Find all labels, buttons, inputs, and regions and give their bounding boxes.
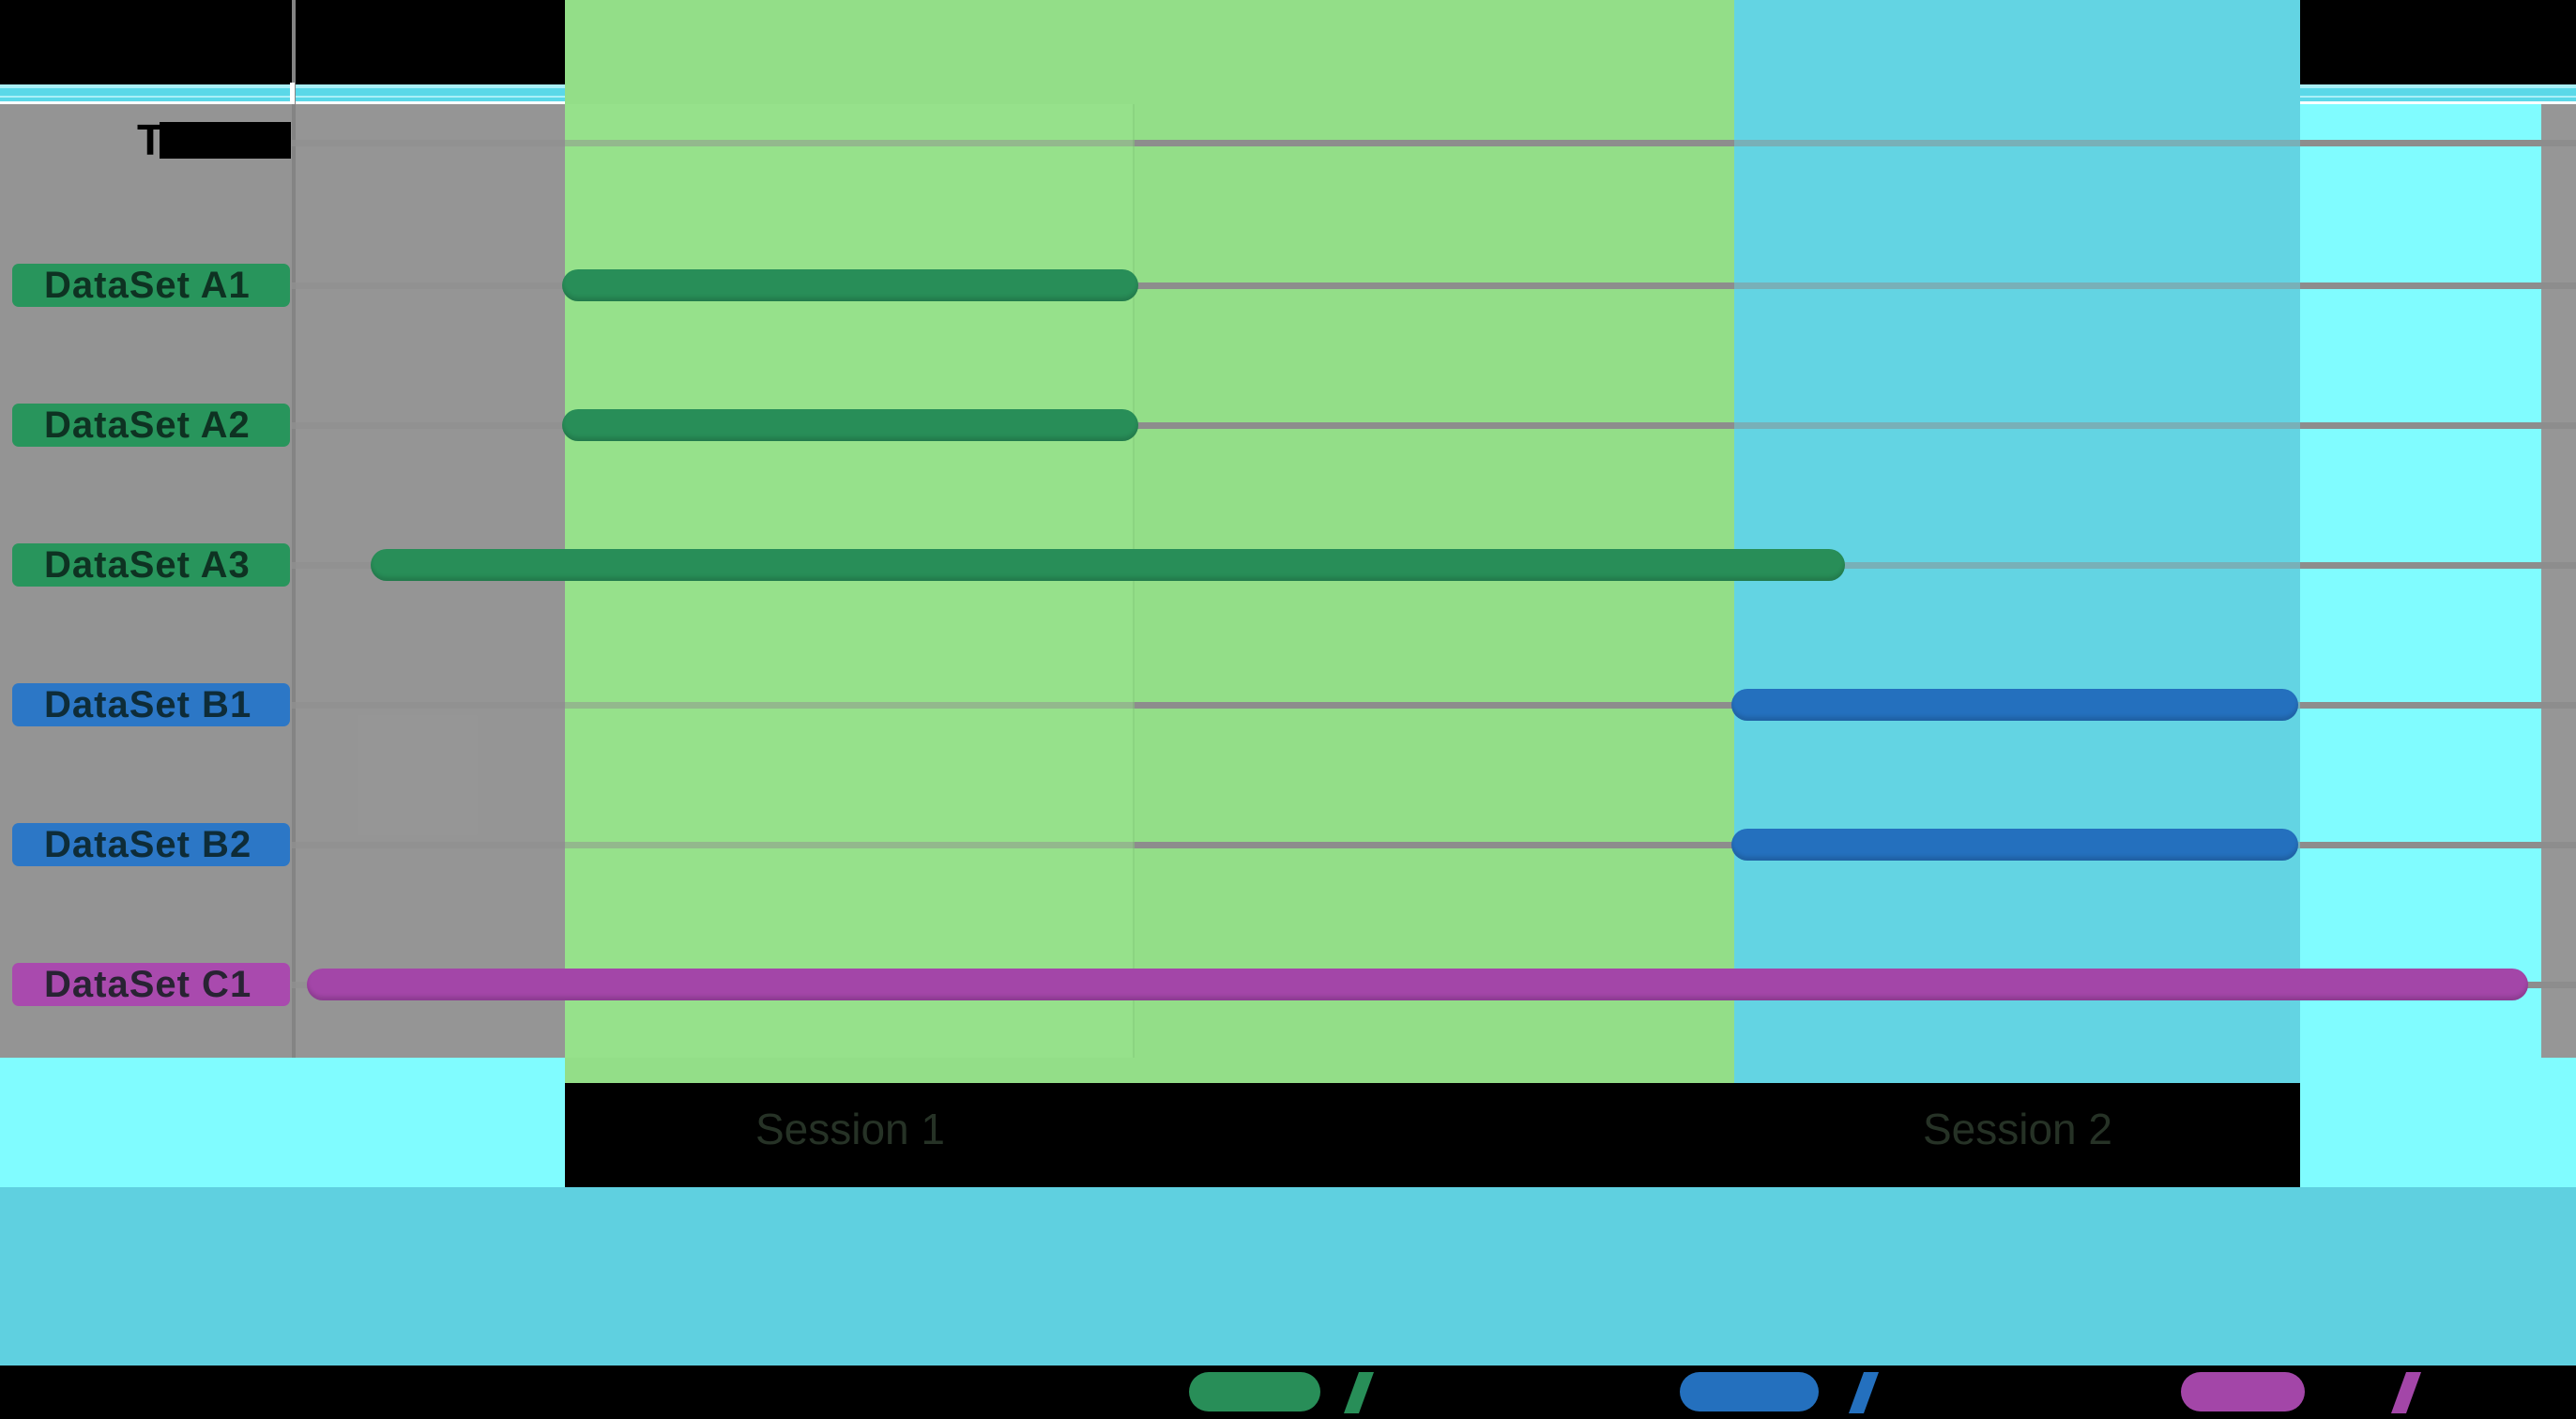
row-label-pill: DataSet A3 <box>12 543 290 587</box>
footer-aqua-left <box>0 1058 565 1187</box>
legend-swatch-dataset-group-c <box>2181 1372 2305 1411</box>
gridline <box>292 282 2576 289</box>
timeline-bar <box>562 269 1138 301</box>
session-1-left-half-tint <box>565 104 1135 1058</box>
gridline <box>292 422 2576 429</box>
footer-aqua-right <box>2300 1058 2576 1187</box>
row-label: DataSet B1 <box>44 683 252 725</box>
row-label-pill: DataSet B2 <box>12 823 290 866</box>
row-label: DataSet A2 <box>44 404 251 446</box>
tick-mark <box>290 83 295 104</box>
row-label: DataSet C1 <box>44 963 252 1005</box>
chart-title-partial: T <box>137 115 164 164</box>
session-2-label: Session 2 <box>1922 1105 2113 1153</box>
footer-cyan-band <box>0 1187 2576 1366</box>
timeline-bar <box>371 549 1845 581</box>
timeline-bar <box>1731 689 2298 721</box>
timeline-bar <box>1731 829 2298 861</box>
gutter-divider <box>292 0 296 1083</box>
title-redaction-box <box>160 122 291 159</box>
row-label-pill: DataSet A2 <box>12 404 290 447</box>
timeline-bar <box>562 409 1138 441</box>
row-label: DataSet A1 <box>44 264 251 306</box>
gray-column-tint <box>296 104 565 1058</box>
gridline <box>292 140 2576 146</box>
gridline <box>292 842 2576 848</box>
row-label: DataSet A3 <box>44 543 251 586</box>
row-label-pill: DataSet B1 <box>12 683 290 726</box>
session-2-tint <box>1734 104 2300 1058</box>
post-session-aqua-column <box>2300 104 2541 1058</box>
right-gray-column <box>2541 104 2576 1058</box>
timeline-bar <box>307 969 2528 1000</box>
legend-swatch-dataset-group-b <box>1680 1372 1819 1411</box>
row-label-pill: DataSet A1 <box>12 264 290 307</box>
gridline <box>292 702 2576 709</box>
legend-swatch-dataset-group-a <box>1189 1372 1320 1411</box>
row-label: DataSet B2 <box>44 823 252 865</box>
row-label-pill: DataSet C1 <box>12 963 290 1006</box>
session-1-label: Session 1 <box>755 1105 946 1153</box>
